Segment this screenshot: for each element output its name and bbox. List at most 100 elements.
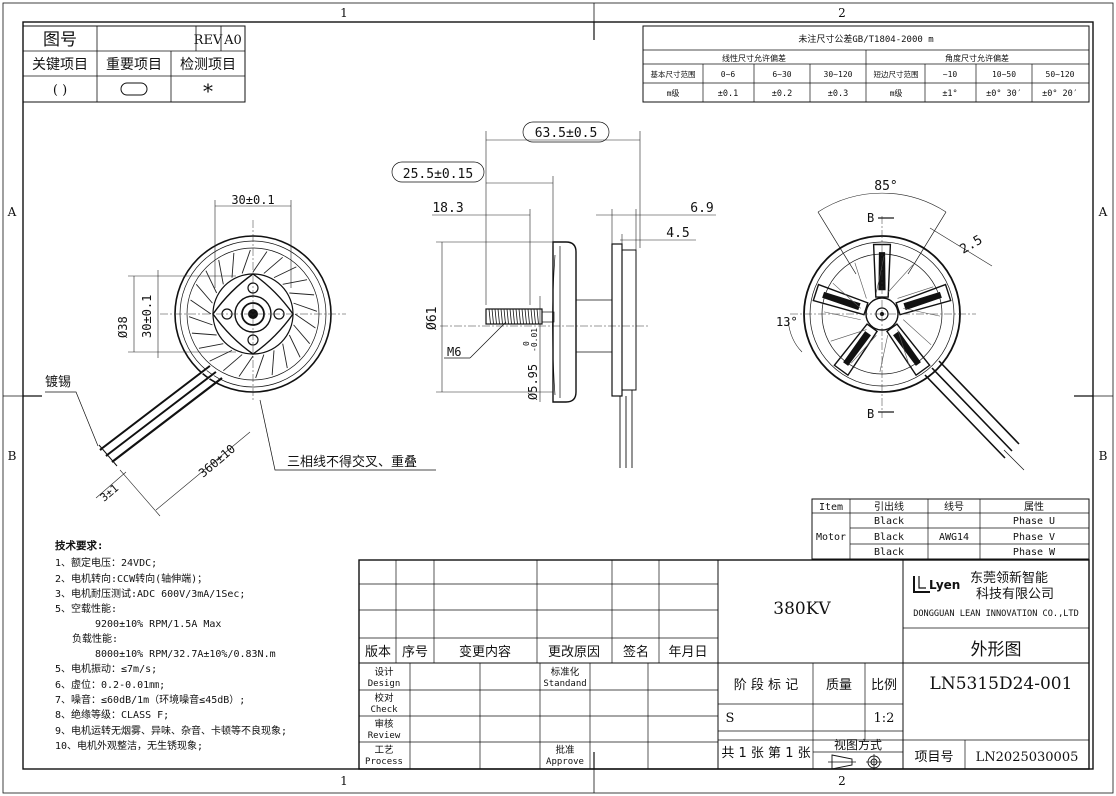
header-left-table: 图号 REV A0 关键项目 重要项目 检测项目 ( ) * [22,25,246,103]
thread-line [527,308,530,325]
rear-vane [897,286,934,299]
angular-value-2: ±0° 30′ [986,89,1022,99]
rear-vane [850,335,877,364]
drawing-no-label: 图号 [43,30,77,50]
rev-col-seq: 序号 [402,645,428,660]
rev-col-date: 年月日 [668,645,707,660]
design-cn: 设计 [374,666,394,678]
front-fins [188,249,318,379]
zone-left-a: A [7,205,17,219]
rear-spoke [885,323,931,377]
thread-line [524,308,527,325]
rev-col-reason: 更改原因 [548,645,600,660]
zone-top-2: 2 [838,6,846,20]
zone-left-b: B [8,449,17,463]
dim-body-diameter: Ø61 [425,307,440,330]
sheet-count: 共 1 张 第 1 张 [721,746,810,761]
tech-line-9: 6、虚位：0.2-0.01㎜; [55,678,165,691]
fin-line [198,343,224,349]
fin-line [293,302,318,312]
rear-spoke-slot [878,252,886,291]
process-en: Process [365,757,403,767]
thread-line [497,308,500,325]
scale-value: 1:2 [874,711,895,726]
project-no-value: LN2025030005 [976,750,1079,765]
review-en: Review [368,731,401,741]
dim-shaft-tol-lower: -0.01 [530,328,539,352]
rear-spoke-slot [903,291,942,311]
dim-lead-length: 360±10 [196,442,238,481]
thread-line [530,308,533,325]
tech-line-13: 10、电机外观整洁，无生锈现象; [55,739,203,752]
linear-title: 线性尺寸允许偏差 [722,53,786,63]
dim-front-width: 30±0.1 [231,193,274,207]
tech-line-4: 5、空载性能: [55,602,117,615]
rev-col-content: 变更内容 [459,644,511,660]
rear-spoke [895,283,952,316]
rear-spoke-slot [893,331,921,366]
review-cn: 审核 [374,718,394,730]
fin-line [263,256,283,274]
angular-value-1: ±1° [942,89,957,99]
tech-line-8: 5、电机振动：≤7m/s; [55,662,157,675]
rear-vane [854,262,867,299]
rear-spoke [872,243,892,298]
inspect-item-label: 检测项目 [180,57,236,73]
rear-spoke [833,323,879,377]
design-en: Design [368,679,401,689]
fin-line [255,354,265,379]
linear-range-1: 0~6 [721,70,736,79]
check-cn: 校对 [374,692,394,704]
inspect-item-symbol: * [203,79,213,103]
stage-value: S [726,711,735,726]
front-view: 30±0.1 Ø38 30±0.1 360±10 3±1 镀锡 三相线不得交叉、… [45,193,436,517]
fin-line [218,259,224,285]
approve-cn: 批准 [555,744,575,756]
thread-line [521,308,524,325]
thread-line [500,308,503,325]
dim-thread-length: 18.3 [432,201,463,216]
thread-line [515,308,518,325]
check-en: Check [370,705,398,715]
wire-color-v: Black [874,532,904,543]
angle-13: 13° [776,315,798,329]
linear-value-3: ±0.3 [828,89,848,99]
angle-85: 85° [874,179,897,194]
fin-line [223,354,243,372]
standard-en: Standand [543,679,586,689]
company-cn-line-1: 东莞领新智能 [970,570,1048,586]
thread-line [503,308,506,325]
rev-col-sign: 签名 [623,644,649,660]
fin-line [294,313,316,329]
fin-line [282,343,288,369]
fin-line [252,251,268,273]
fin-line [190,299,212,315]
logo-text: Lyen [929,578,960,592]
dim-shaft-diameter: Ø5.95 [526,364,540,400]
zone-top-1: 1 [340,6,348,20]
thread-line [506,308,509,325]
short-range-label: 短边尺寸范围 [874,69,919,79]
basic-range-label: 基本尺寸范围 [651,69,696,79]
dim-shaft-tol-upper: 0 [522,341,531,346]
fin-line [191,332,217,336]
thread-line [509,308,512,325]
fin-line [273,266,297,279]
wire-table: Item 引出线 线号 属性 Motor AWG14 Black Black B… [811,498,1090,560]
fin-line [195,284,213,304]
thread-line [512,308,515,325]
linear-value-2: ±0.2 [772,89,792,99]
dim-4-5: 4.5 [666,226,689,241]
motor-bell-side [552,241,577,403]
fin-line [205,270,218,294]
fin-line [293,324,311,344]
tech-line-7: 8000±10% RPM/32.7A±10%/0.83N.m [95,649,276,660]
angular-title: 角度尺寸允许偏差 [945,53,1009,63]
rear-vane [879,335,889,373]
rear-spoke [812,283,869,316]
note-tin-plating: 镀锡 [45,374,71,390]
key-item-label: 关键项目 [32,57,88,73]
dim-strip-length: 3±1 [98,482,122,505]
thread-line [491,308,494,325]
thread-line [533,308,536,325]
